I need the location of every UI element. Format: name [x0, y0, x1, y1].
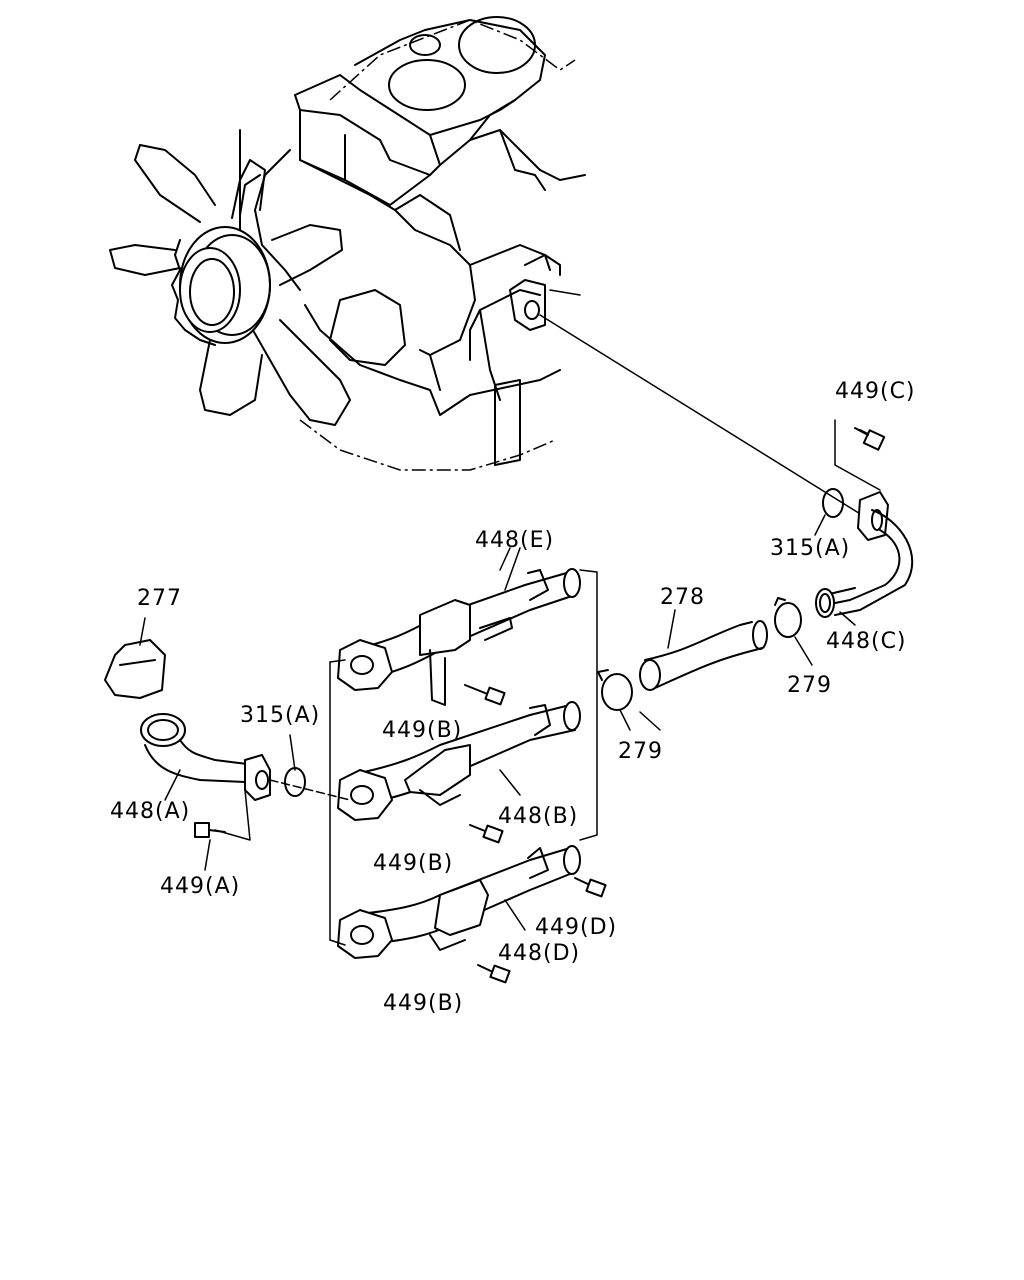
bolt-449c [834, 419, 886, 491]
label-449d: 449(D) [535, 915, 617, 940]
bolt-449d [574, 877, 607, 898]
label-315a-upper: 315(A) [770, 536, 850, 561]
bolt-449a [194, 789, 251, 871]
clamp-279-lower [597, 669, 633, 731]
oring-315a-upper [822, 488, 844, 518]
bolt-449b-2 [469, 824, 504, 844]
label-279-lower: 279 [618, 739, 663, 764]
oring-315a-lower [284, 767, 306, 797]
pipe-448e [337, 547, 581, 706]
label-279-upper: 279 [787, 673, 832, 698]
label-449b-1: 449(B) [382, 718, 462, 743]
label-448a: 448(A) [110, 799, 190, 824]
pipe-448d [337, 845, 581, 959]
filler-cap-icon [104, 617, 166, 699]
label-315a-lower: 315(A) [240, 703, 320, 728]
label-449a: 449(A) [160, 874, 240, 899]
pipe-448c [815, 491, 914, 626]
clamp-279-upper [774, 597, 813, 666]
bolt-449b-1 [464, 684, 506, 706]
cooling-fan-icon [109, 144, 351, 426]
hose-278 [639, 609, 768, 691]
engine-block-icon [239, 16, 586, 471]
label-449b-2: 449(B) [373, 851, 453, 876]
label-449c: 449(C) [835, 379, 916, 404]
pipe-448b [337, 701, 581, 821]
label-448e: 448(E) [475, 528, 554, 553]
bolt-449b-3 [477, 964, 511, 984]
label-278: 278 [660, 585, 705, 610]
label-277: 277 [137, 586, 182, 611]
label-448c: 448(C) [826, 629, 907, 654]
label-448b: 448(B) [498, 804, 578, 829]
label-449b-3: 449(B) [383, 991, 463, 1016]
label-448d: 448(D) [498, 941, 580, 966]
pipe-448a [140, 713, 271, 801]
